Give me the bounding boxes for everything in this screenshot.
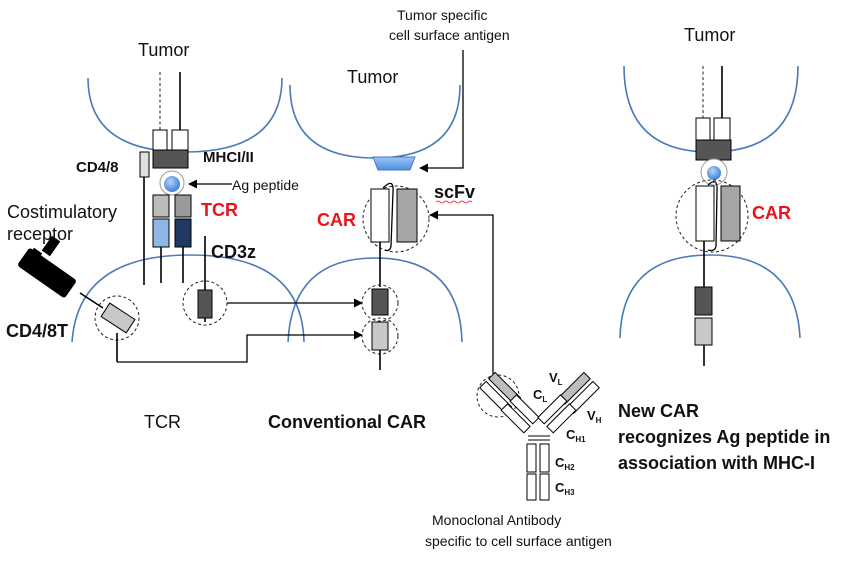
cd3z-label: CD3z xyxy=(211,242,256,262)
costimulatory-ligand xyxy=(18,235,76,298)
antibody-ch2-left xyxy=(526,443,537,473)
costim-domain xyxy=(100,302,136,334)
car-cd3z-domain xyxy=(371,288,389,316)
car-label-right: CAR xyxy=(752,203,791,223)
cd48-label: CD4/8 xyxy=(76,159,119,176)
ag-peptide-ball xyxy=(164,176,180,192)
cd3z-domain xyxy=(197,289,213,319)
right-car-costim xyxy=(694,317,713,346)
tcr-beta-constant xyxy=(174,218,192,248)
car-label-mid: CAR xyxy=(317,210,356,230)
scfv-vh-domain xyxy=(396,188,418,243)
scfv-label: scFv xyxy=(434,182,475,202)
new-car-line1: New CAR xyxy=(618,401,699,421)
scfv-spellcheck-underline xyxy=(435,200,473,204)
tumor-cell-membrane-right xyxy=(623,65,799,153)
tcell-membrane-mid xyxy=(287,257,463,343)
right-mhc-groove xyxy=(695,139,732,161)
tumor-label-mid: Tumor xyxy=(347,67,398,87)
antibody-ch3-right xyxy=(539,473,550,501)
scfv-linker xyxy=(382,182,394,252)
car-costim-domain xyxy=(371,321,389,351)
right-scfv-vl xyxy=(695,185,715,242)
new-car-line3: association with MHC-I xyxy=(618,453,815,473)
right-scfv-circle xyxy=(675,179,749,253)
costim-to-car-arrow xyxy=(117,330,363,363)
antibody-ch2-right xyxy=(539,443,550,473)
tumor-label-left: Tumor xyxy=(138,40,189,60)
right-mhc-beta-domain xyxy=(695,117,711,141)
antibody-ch3-label: CH3 xyxy=(555,480,575,497)
mab-label-line1: Monoclonal Antibody xyxy=(432,512,561,528)
antibody-vh-label: VH xyxy=(587,408,602,425)
tumor-cell-membrane-mid xyxy=(289,84,461,159)
right-peptide-ball xyxy=(707,166,721,180)
antigen-label-line2: cell surface antigen xyxy=(389,27,510,43)
right-scfv-vh xyxy=(720,185,741,242)
antibody-left-cl xyxy=(500,403,531,434)
tumor-surface-antigen xyxy=(372,156,416,171)
costim-label-line2: receptor xyxy=(7,224,73,244)
tcr-caption: TCR xyxy=(144,412,181,432)
tumor-label-right: Tumor xyxy=(684,25,735,45)
new-car-line2: recognizes Ag peptide in xyxy=(618,427,830,447)
antibody-vl-label: VL xyxy=(549,370,563,387)
cd48t-label: CD4/8T xyxy=(6,321,68,341)
tcr-beta-variable xyxy=(174,194,192,218)
tcr-alpha-constant xyxy=(152,218,170,248)
scfv-vl-domain xyxy=(370,188,390,243)
costim-stem xyxy=(79,292,104,309)
ag-peptide-label: Ag peptide xyxy=(232,177,299,193)
costim-label-line1: Costimulatory xyxy=(7,202,117,222)
antigen-label-arrow xyxy=(419,50,464,173)
antibody-ch1-label: CH1 xyxy=(566,427,586,444)
tcr-red-label: TCR xyxy=(201,200,238,220)
antigen-label-line1: Tumor specific xyxy=(397,7,488,23)
mhc-alpha-domain xyxy=(171,129,189,151)
tcr-alpha-variable xyxy=(152,194,170,218)
antibody-right-cl xyxy=(537,394,568,425)
conventional-car-label: Conventional CAR xyxy=(268,412,426,432)
antibody-left-ch1 xyxy=(509,394,540,425)
antibody-right-ch1 xyxy=(546,403,577,434)
monoclonal-antibody xyxy=(476,371,600,501)
mhc-groove xyxy=(152,149,189,169)
mhc-beta-domain xyxy=(152,129,168,151)
antibody-ch2-label: CH2 xyxy=(555,455,575,472)
mab-label-line2: specific to cell surface antigen xyxy=(425,533,612,549)
mhc-label: MHCI/II xyxy=(203,149,254,166)
right-car-cd3z xyxy=(694,286,713,316)
tcell-membrane-right xyxy=(619,254,801,339)
car-cd3z-circle xyxy=(361,284,399,322)
antibody-to-scfv-arrow xyxy=(429,210,494,374)
antibody-ch3-left xyxy=(526,473,537,501)
right-mhc-alpha-domain xyxy=(713,117,731,141)
antibody-cl-label: CL xyxy=(533,387,547,404)
cd48-coreceptor xyxy=(139,151,150,178)
right-scfv-linker xyxy=(707,180,718,252)
tcell-membrane-left xyxy=(71,254,305,343)
scfv-highlight-circle xyxy=(362,185,430,253)
